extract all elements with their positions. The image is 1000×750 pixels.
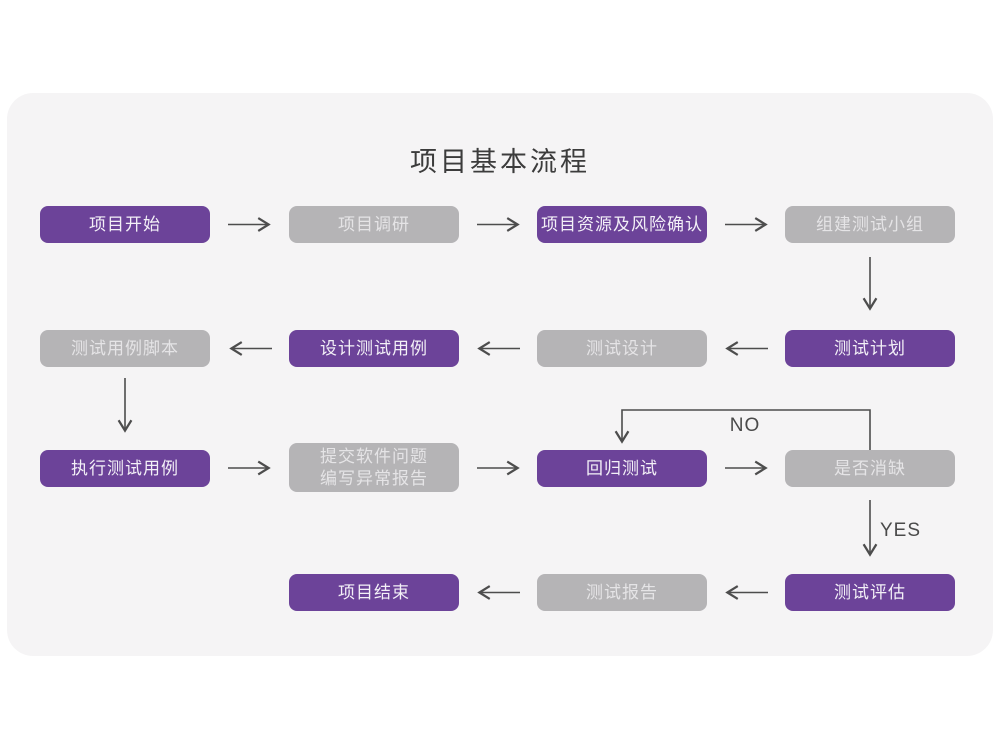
node-resource-risk-confirm: 项目资源及风险确认 <box>537 206 707 243</box>
node-regression-test: 回归测试 <box>537 450 707 487</box>
flowchart-title: 项目基本流程 <box>410 147 590 177</box>
edge-label-yes: YES <box>880 520 922 541</box>
node-project-start: 项目开始 <box>40 206 210 243</box>
edge-label-no: NO <box>729 415 761 436</box>
node-defect-resolved-check: 是否消缺 <box>785 450 955 487</box>
node-test-evaluation: 测试评估 <box>785 574 955 611</box>
node-build-test-team: 组建测试小组 <box>785 206 955 243</box>
node-execute-test-cases: 执行测试用例 <box>40 450 210 487</box>
node-test-report: 测试报告 <box>537 574 707 611</box>
node-test-plan: 测试计划 <box>785 330 955 367</box>
node-design-test-cases: 设计测试用例 <box>289 330 459 367</box>
flowchart-card-background <box>7 93 993 656</box>
node-test-design: 测试设计 <box>537 330 707 367</box>
node-project-research: 项目调研 <box>289 206 459 243</box>
node-test-case-scripts: 测试用例脚本 <box>40 330 210 367</box>
node-project-end: 项目结束 <box>289 574 459 611</box>
node-submit-issues-report: 提交软件问题 编写异常报告 <box>289 443 459 492</box>
